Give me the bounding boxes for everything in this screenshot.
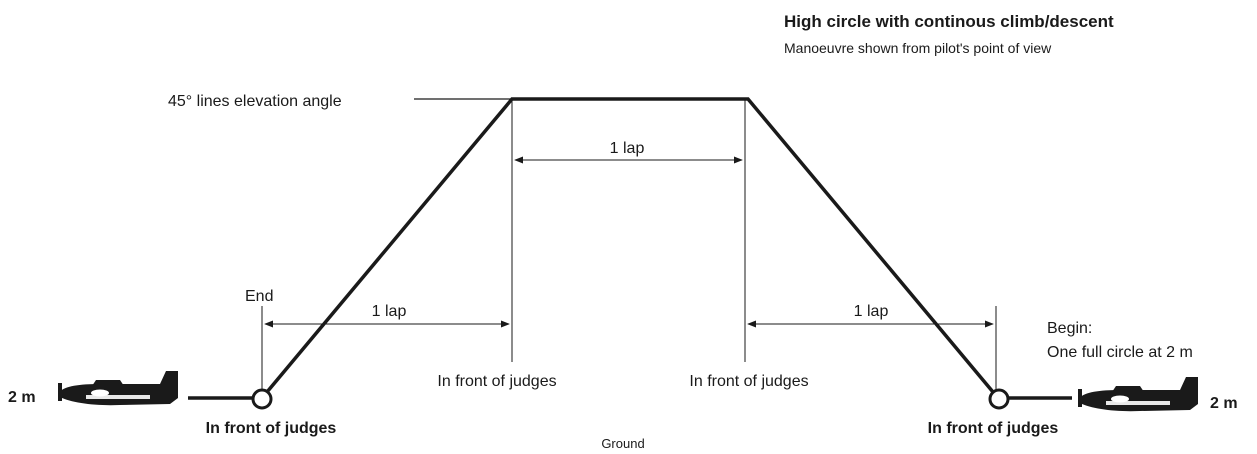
judges-label-begin-point: In front of judges — [928, 420, 1059, 437]
elevation-angle-label: 45° lines elevation angle — [168, 93, 342, 110]
begin-note: One full circle at 2 m — [1047, 344, 1193, 361]
lap-label-right: 1 lap — [854, 303, 889, 320]
flight-path — [188, 97, 1072, 400]
begin-label: Begin: — [1047, 320, 1092, 337]
begin-point-marker — [988, 388, 1010, 410]
diagram-subtitle: Manoeuvre shown from pilot's point of vi… — [784, 40, 1052, 56]
judges-label-right-line: In front of judges — [689, 373, 808, 390]
airplane-icon-left — [58, 371, 178, 406]
judges-label-end-point: In front of judges — [206, 420, 337, 437]
lap-label-left: 1 lap — [372, 303, 407, 320]
height-label-right: 2 m — [1210, 395, 1238, 412]
judges-label-left-line: In front of judges — [437, 373, 556, 390]
airplane-icon-right — [1078, 377, 1198, 412]
end-point-marker — [251, 388, 273, 410]
height-label-left: 2 m — [8, 389, 36, 406]
ground-label: Ground — [601, 436, 644, 451]
lap-label-top: 1 lap — [610, 140, 645, 157]
diagram-title: High circle with continous climb/descent — [784, 12, 1114, 31]
end-label: End — [245, 288, 273, 305]
